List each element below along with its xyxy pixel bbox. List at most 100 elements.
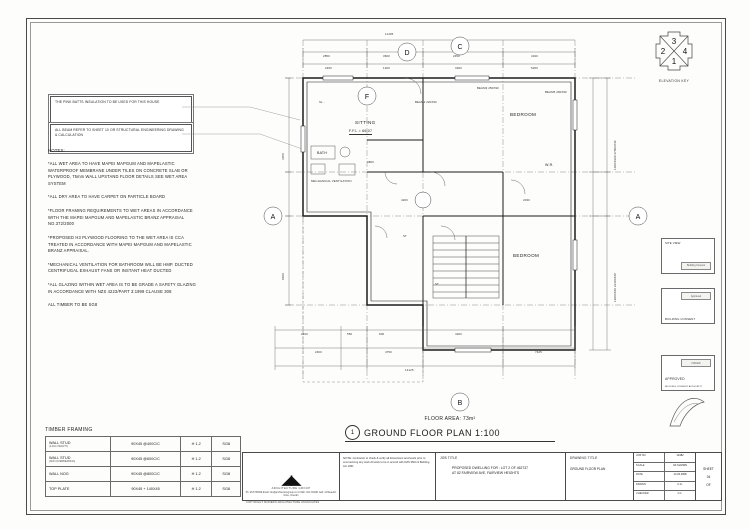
- floor-area-label: FLOOR AREA: 73m²: [424, 416, 476, 422]
- member-label: TOP PLATE: [49, 487, 70, 491]
- dim-bot2-2: 4750: [385, 350, 392, 354]
- sheet-border-outer: [26, 18, 726, 515]
- dimension-chain-top: [302, 39, 576, 68]
- callout-box-insulation: THE PINK BATTS INSULATION TO BE USED FOR…: [50, 96, 192, 126]
- cell-treatment: H 1.2: [179, 436, 213, 452]
- annotation-mechanical-ventilation: MECHANICAL VENTILATION: [311, 179, 352, 183]
- svg-text:B: B: [458, 400, 463, 407]
- timber-framing-title: TIMBER FRAMING: [45, 427, 93, 433]
- notes-heading: NOTES:: [48, 148, 65, 153]
- cell-treatment: H 1.2: [179, 466, 213, 482]
- dim-top2-1: 2450: [325, 66, 332, 70]
- door-swings: [374, 77, 526, 241]
- note-item: ALL TIMBER TO BE SG8: [48, 302, 98, 308]
- stamp-approved-authority: BUILDING CONSENT AUTHORITY: [665, 386, 703, 388]
- title-block: ◢◣ ARCHITECTURE GROUP Ph. 09-5733099 Ema…: [242, 452, 722, 501]
- cell-grade: SG8: [211, 436, 241, 452]
- cell-member: WALL NOG: [44, 466, 112, 482]
- table-row: TOP PLATE 90X45 + 140X45 H 1.2 SG8: [44, 481, 241, 497]
- dim-inner-2030: 2030: [523, 198, 530, 202]
- svg-text:3: 3: [672, 37, 677, 46]
- plan-number-bubble: 1: [345, 425, 360, 440]
- dim-bot2-4: 14125: [405, 368, 414, 372]
- dimension-chain-right: [589, 77, 611, 351]
- svg-text:1: 1: [672, 57, 677, 66]
- title-block-sheet: SHEET 04 OF: [696, 453, 721, 500]
- dim-top-3: 2450: [453, 54, 460, 58]
- cell-size: 90X45 @800C/C: [110, 466, 181, 482]
- elevation-key: 3 2 4 1 ELEVATION KEY: [646, 30, 702, 83]
- dim-bot-2: 550: [347, 332, 353, 336]
- stamp-approved-label: APPROVED: [665, 377, 685, 381]
- callout-text-insulation: THE PINK BATTS INSULATION TO BE USED FOR…: [55, 100, 160, 104]
- dim-left-1: 3350: [281, 153, 285, 160]
- member-label: WALL STUD: [49, 455, 71, 460]
- dim-right-2: 1200X840 2240X840: [613, 273, 617, 302]
- job-line-1: PROPOSED DWELLING FOR : LOT 2 OF 462737: [452, 466, 529, 470]
- svg-text:D: D: [404, 50, 409, 57]
- stamp-site-view-label: SITE VIEW: [665, 241, 681, 245]
- dim-top2-4: 5260: [531, 66, 538, 70]
- firm-contact: Ph. 09-5733099 Email: info@architectureg…: [245, 491, 337, 497]
- dim-inner-4200: 4200: [401, 198, 408, 202]
- cell-member: WALL STUD (NON OVERBEARING): [44, 451, 112, 467]
- room-label-sitting: SITTING: [355, 120, 376, 125]
- meta-value: 12482: [676, 454, 684, 457]
- north-arrow-icon: [669, 398, 705, 427]
- dim-top-2: 3600: [383, 54, 390, 58]
- dim-bot2-1: 2400: [315, 350, 322, 354]
- sheet-of: OF: [706, 482, 711, 487]
- drawing-title: GROUND FLOOR PLAN: [570, 467, 606, 471]
- room-label-store-2: ST: [435, 282, 439, 286]
- exterior-walls: [302, 77, 576, 351]
- note-body: Contractor to check & verify all dimensi…: [343, 457, 430, 468]
- table-row: WALL NOG 90X45 @800C/C H 1.2 SG8: [44, 466, 241, 482]
- dim-top2-2: 1200: [383, 66, 390, 70]
- architect-logo-icon: ◢◣: [282, 471, 301, 487]
- grid-bubbles: A A C D F B: [263, 36, 648, 412]
- table-row: WALL STUD (2.40m HEIGHT) 90X45 @400C/C H…: [44, 436, 241, 452]
- meta-key: DRAWN: [634, 481, 665, 491]
- cell-treatment: H 1.2: [179, 481, 213, 497]
- room-label-wardrobe: W.R.: [545, 163, 554, 167]
- title-block-note: NOTE: Contractor to check & verify all d…: [340, 453, 436, 500]
- staircase: [432, 235, 500, 299]
- member-sublabel: (2.40m HEIGHT): [49, 444, 68, 448]
- cell-grade: SG8: [211, 466, 241, 482]
- room-level-sitting: F.F.L = 66.07: [349, 129, 373, 135]
- meta-value: 14.03.2008: [673, 473, 687, 477]
- floor-plan-drawing: A A C D F B: [263, 36, 648, 412]
- windows: [300, 75, 578, 353]
- elevation-key-caption: ELEVATION KEY: [658, 79, 690, 83]
- member-label: WALL NOG: [49, 472, 69, 476]
- room-label-bedroom-1: BEDROOM: [510, 112, 537, 117]
- stamp-approved: ISSUED APPROVED BUILDING CONSENT AUTHORI…: [661, 355, 715, 391]
- annotation-slab-level: SL -: [319, 100, 325, 104]
- title-block-meta: JOB NO. 12482 SCALE AS SHOWN DATE 14.03.…: [634, 453, 696, 500]
- stamp-building-consent-seal: Approved: [681, 292, 711, 301]
- svg-text:2: 2: [661, 47, 666, 56]
- annotation-beam-5: BEAM5 290X90: [545, 90, 567, 94]
- note-item: *ALL WET AREA TO HAVE MAPEI MAPGUM AND M…: [48, 160, 188, 186]
- dim-top2-3: 3200: [455, 66, 462, 70]
- job-line-2: AT 82 FAIRVIEW AVE, FAIRVIEW HEIGHTS: [452, 471, 520, 476]
- cell-size: 90X45 @600C/C: [110, 451, 181, 467]
- room-label-bath: BATH: [317, 151, 328, 155]
- meta-row: SCALE AS SHOWN: [634, 462, 695, 473]
- note-item: *MECHANICAL VENTILATION FOR BATHROOM WIL…: [48, 261, 193, 274]
- grid-lines: [285, 40, 635, 380]
- stamp-site-view-seal: Building Consent: [681, 261, 711, 270]
- sheet-border-inner: [30, 22, 722, 511]
- plan-caption: FLOOR AREA: 73m² 1 GROUND FLOOR PLAN 1:1…: [345, 416, 555, 442]
- room-label-bedroom-2: BEDROOM: [513, 253, 540, 258]
- job-heading: JOB TITLE: [440, 456, 458, 460]
- dim-left-2: 8400: [281, 273, 285, 280]
- cell-grade: SG8: [211, 451, 241, 467]
- meta-key: SCALE: [634, 462, 665, 472]
- dim-inner-3800: 3800: [367, 160, 374, 164]
- title-block-drawing: DRAWING TITLE GROUND FLOOR PLAN: [566, 453, 634, 500]
- dim-top-1: 2850: [323, 54, 330, 58]
- stamp-building-consent: Approved BUILDING CONSENT: [661, 288, 715, 324]
- callout-text-beam: ALL BEAM REFER TO SHEET 10 OR STRUCTURAL…: [55, 128, 184, 137]
